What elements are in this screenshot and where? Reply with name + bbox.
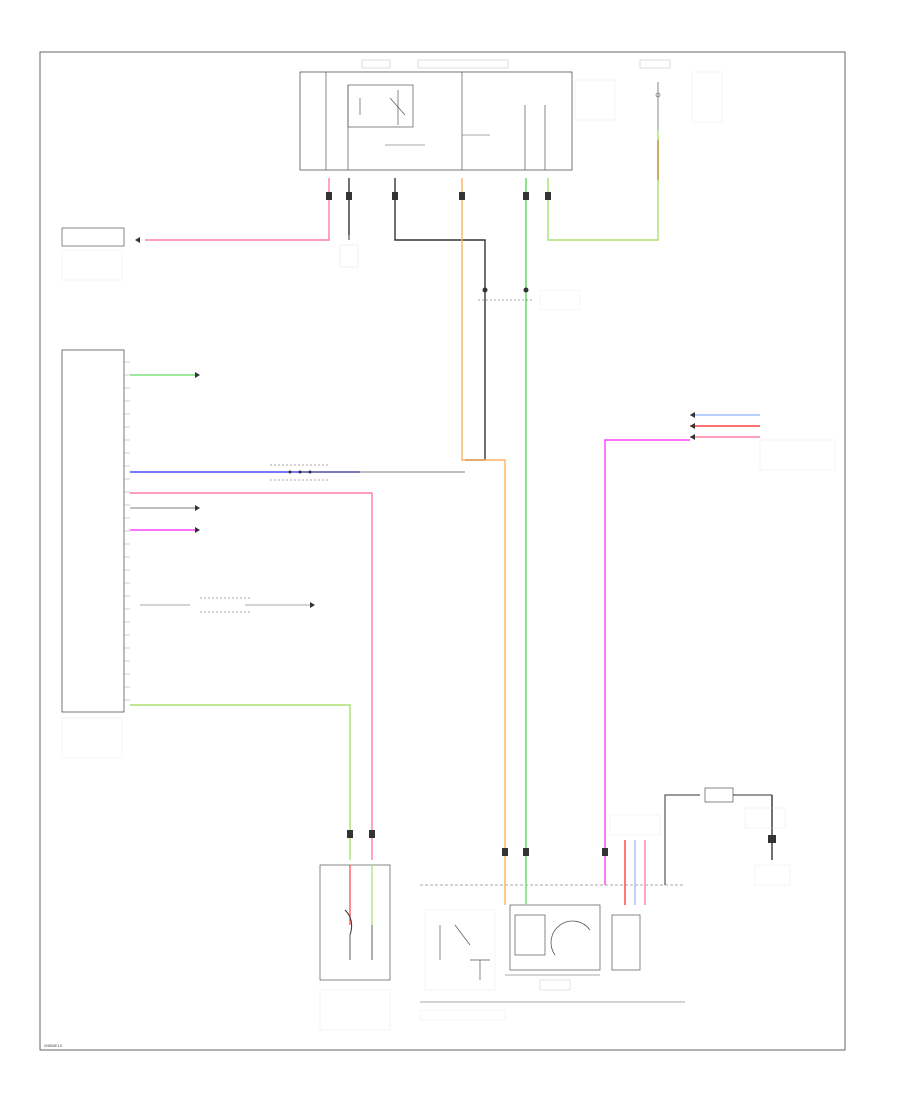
bottom-left-connector-marks (347, 830, 375, 838)
inline-connector-a (270, 464, 330, 481)
connector-marks (326, 192, 551, 200)
footer-code: W8B8E15 (44, 1043, 63, 1048)
left-module-wires (130, 374, 465, 860)
wire-arrows (135, 237, 315, 608)
gauge-box (509, 904, 601, 971)
top-right-fuse (655, 82, 661, 130)
instrument-cluster (419, 814, 685, 1021)
relay-symbol (347, 84, 414, 128)
top-box-wires (145, 130, 659, 880)
right-connector-label-box (759, 439, 836, 471)
powertrain-module-label-box (61, 227, 125, 281)
diagram-frame (39, 51, 846, 1051)
fuse-relay-box (299, 59, 723, 171)
bottom-left-component (319, 864, 391, 1031)
right-connector-arrows (690, 412, 695, 440)
right-fuse-ground (664, 787, 791, 886)
main-control-unit (61, 349, 130, 759)
inline-connector-b (200, 597, 250, 613)
ground-symbol-top (339, 235, 359, 268)
joint-connector (478, 287, 581, 311)
right-side-wires (604, 414, 760, 860)
cluster-connector-marks (502, 848, 608, 856)
